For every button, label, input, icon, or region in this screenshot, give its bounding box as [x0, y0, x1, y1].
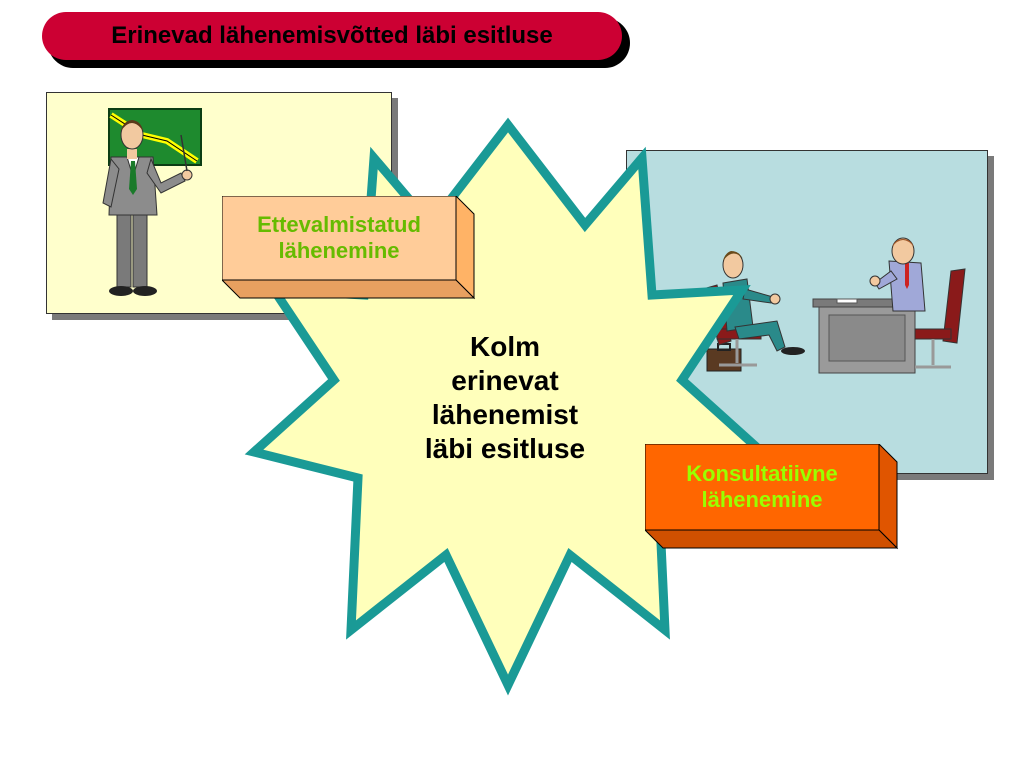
consultative-approach-box: Konsultatiivne lähenemine	[645, 444, 901, 552]
consultative-line-1: Konsultatiivne	[686, 461, 838, 486]
right-chair-icon	[914, 268, 966, 369]
presenter-person-icon	[102, 120, 193, 296]
center-line-1: Kolm	[470, 331, 540, 362]
prepared-line-2: lähenemine	[278, 238, 400, 263]
center-line-3: lähenemist	[431, 399, 579, 430]
slide-title: Erinevad lähenemisvõtted läbi esitluse	[111, 22, 553, 49]
presenter-illustration	[102, 108, 202, 296]
desk-icon	[812, 298, 922, 374]
consultative-line-2: lähenemine	[701, 487, 823, 512]
prepared-approach-box: Ettevalmistatud lähenemine	[222, 196, 478, 302]
prepared-line-1: Ettevalmistatud	[257, 212, 421, 237]
center-line-4: läbi esitluse	[424, 433, 586, 464]
title-banner: Erinevad lähenemisvõtted läbi esitluse	[42, 12, 622, 60]
consultant-person-icon	[869, 237, 926, 312]
center-line-2: erinevat	[451, 365, 559, 396]
center-text: Kolm erinevat lähenemist läbi esitluse	[390, 330, 620, 466]
